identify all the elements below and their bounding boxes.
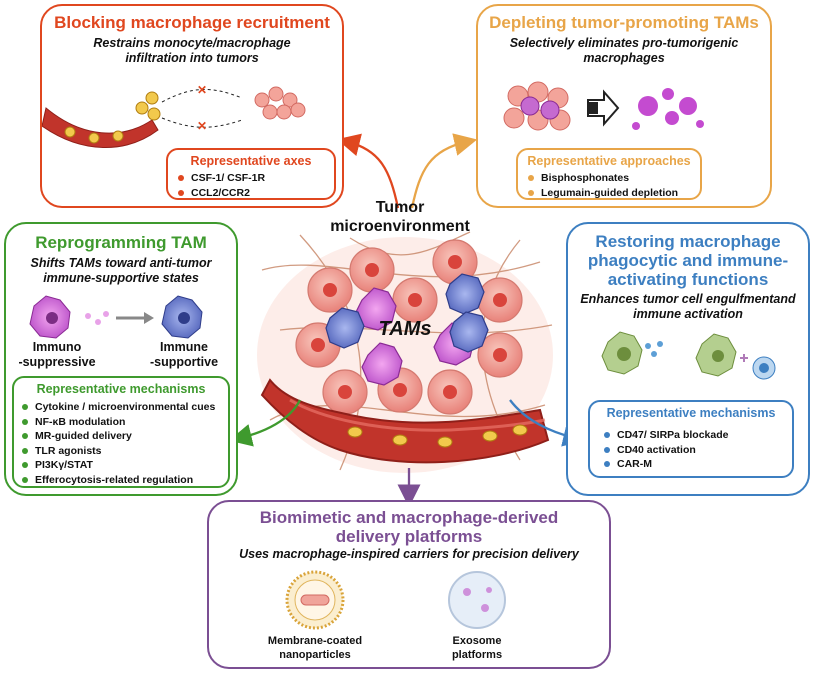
restoring-title-l3: activating functions: [607, 270, 769, 289]
restoring-box-title: Representative mechanisms: [606, 406, 776, 420]
tams-label: TAMs: [378, 318, 432, 340]
recruitment-box: Representative axes CSF-1/ CSF-1R CCL2/C…: [166, 148, 336, 200]
reprogramming-illustration: [29, 295, 203, 339]
restoring-box: Representative mechanisms CD47/ SIRPa bl…: [588, 400, 794, 478]
list-item: Legumain-guided depletion: [528, 186, 678, 201]
restoring-subtitle-l1: Enhances tumor cell engulfmentand: [580, 292, 796, 306]
reprogramming-panel: Reprogramming TAM Shifts TAMs toward ant…: [4, 222, 238, 496]
recruitment-box-title: Representative axes: [190, 154, 312, 168]
recruitment-illustration: ✕ ✕: [42, 83, 306, 148]
biomimetic-subtitle: Uses macrophage-inspired carriers for pr…: [239, 547, 579, 561]
restoring-illustration: [601, 331, 776, 380]
recruitment-subtitle: Restrains monocyte/macrophage infiltrati…: [42, 36, 342, 66]
recruitment-title: Blocking macrophage recruitment: [54, 13, 330, 32]
list-item: Bisphosphonates: [528, 171, 678, 186]
reprogramming-list: Cytokine / microenvironmental cues NF-κB…: [22, 400, 215, 487]
list-item: MR-guided delivery: [22, 429, 215, 444]
depleting-subtitle: Selectively eliminates pro-tumorigenic m…: [478, 36, 770, 66]
immunosuppressive-label-l2: -suppressive: [18, 355, 96, 369]
membrane-coated-label-l1: Membrane-coated: [267, 635, 363, 647]
immunosuppressive-label: Immuno -suppressive: [12, 340, 102, 370]
recruitment-subtitle-l2: infiltration into tumors: [125, 51, 259, 65]
list-item: TLR agonists: [22, 444, 215, 459]
svg-text:✕: ✕: [197, 83, 207, 97]
list-item: Cytokine / microenvironmental cues: [22, 400, 215, 415]
immunosuppressive-label-l1: Immuno: [32, 340, 82, 354]
reprogramming-title: Reprogramming TAM: [35, 233, 207, 252]
membrane-coated-label-l2: nanoparticles: [279, 649, 351, 661]
depleting-illustration: [503, 81, 704, 131]
exosome-label-l1: Exosome: [452, 635, 502, 647]
reprogramming-box: Representative mechanisms Cytokine / mic…: [12, 376, 230, 488]
list-item: NF-κB modulation: [22, 415, 215, 430]
depleting-list: Bisphosphonates Legumain-guided depletio…: [528, 171, 678, 200]
restoring-title-l1: Restoring macrophage: [595, 232, 781, 251]
depleting-subtitle-l1: Selectively eliminates pro-tumorigenic: [509, 36, 739, 50]
list-item: CSF-1/ CSF-1R: [178, 171, 265, 186]
membrane-coated-label: Membrane-coated nanoparticles: [255, 634, 375, 662]
tumor-microenvironment-illustration: [257, 231, 553, 473]
list-item: CCL2/CCR2: [178, 186, 265, 201]
center-title-line2: microenvironment: [330, 218, 470, 235]
immune-supportive-label-l2: -supportive: [149, 355, 219, 369]
biomimetic-title: Biomimetic and macrophage-derived delive…: [209, 508, 609, 546]
restoring-panel: Restoring macrophage phagocytic and immu…: [566, 222, 810, 496]
list-item: CAR-M: [604, 457, 728, 472]
recruitment-list: CSF-1/ CSF-1R CCL2/CCR2: [178, 171, 265, 200]
reprogramming-subtitle-l2: immune-supportive states: [43, 271, 199, 285]
depleting-title: Depleting tumor-promoting TAMs: [489, 13, 759, 32]
arrow-to-reprogramming: [228, 399, 302, 447]
list-item: CD40 activation: [604, 443, 728, 458]
list-item: PI3Kγ/STAT: [22, 458, 215, 473]
recruitment-subtitle-l1: Restrains monocyte/macrophage: [93, 36, 291, 50]
depleting-box-title: Representative approaches: [527, 154, 691, 168]
depleting-box: Representative approaches Bisphosphonate…: [516, 148, 702, 200]
restoring-subtitle-l2: immune activation: [633, 307, 743, 321]
recruitment-panel: Blocking macrophage recruitment Restrain…: [40, 4, 344, 208]
center-title-line1: Tumor: [375, 199, 425, 216]
restoring-subtitle: Enhances tumor cell engulfmentand immune…: [568, 292, 808, 322]
arrow-to-recruitment: [336, 133, 400, 209]
restoring-title-l2: phagocytic and immune-: [587, 251, 789, 270]
svg-text:✕: ✕: [197, 119, 207, 133]
arrow-to-depleting: [410, 133, 478, 209]
biomimetic-panel: Biomimetic and macrophage-derived delive…: [207, 500, 611, 669]
depleting-panel: Depleting tumor-promoting TAMs Selective…: [476, 4, 772, 208]
restoring-list: CD47/ SIRPa blockade CD40 activation CAR…: [604, 428, 728, 472]
exosome-label: Exosome platforms: [427, 634, 527, 662]
list-item: CD47/ SIRPa blockade: [604, 428, 728, 443]
immune-supportive-label-l1: Immune: [160, 340, 208, 354]
reprogramming-box-title: Representative mechanisms: [36, 382, 206, 396]
depleting-subtitle-l2: macrophages: [583, 51, 665, 65]
biomimetic-title-l1: Biomimetic and macrophage-derived: [259, 508, 559, 527]
restoring-title: Restoring macrophage phagocytic and immu…: [568, 232, 808, 289]
reprogramming-subtitle: Shifts TAMs toward anti-tumor immune-sup…: [6, 256, 236, 286]
immune-supportive-label: Immune -supportive: [136, 340, 232, 370]
biomimetic-illustration: [285, 570, 506, 630]
list-item: Efferocytosis-related regulation: [22, 473, 215, 488]
reprogramming-subtitle-l1: Shifts TAMs toward anti-tumor: [30, 256, 212, 270]
exosome-label-l2: platforms: [451, 649, 503, 661]
biomimetic-title-l2: delivery platforms: [335, 527, 483, 546]
center-title: Tumor microenvironment: [300, 198, 500, 236]
